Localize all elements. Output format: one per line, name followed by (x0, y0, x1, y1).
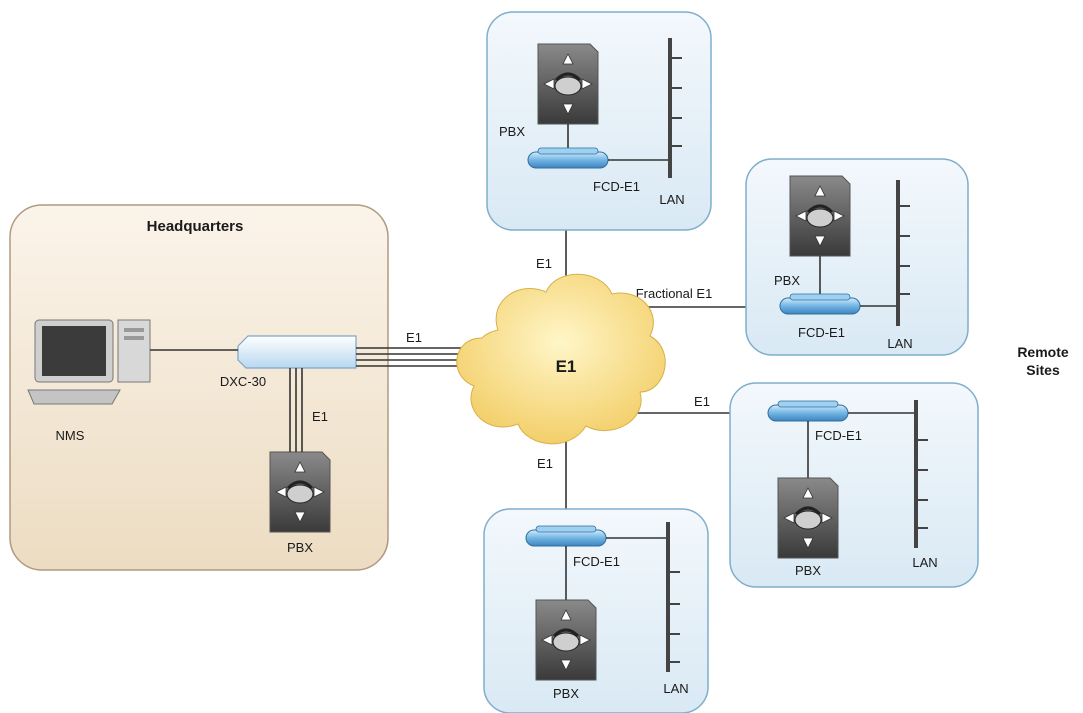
hq-pbx-label: PBX (287, 540, 313, 555)
site-top-pbx-icon (536, 42, 600, 126)
site-top-lan-label: LAN (659, 192, 684, 207)
site-right-top-fcd-icon (779, 293, 861, 315)
site-bottom-pbx-label: PBX (553, 686, 579, 701)
bottom-e1-link-label: E1 (537, 456, 553, 471)
remote-sites-label: Remote (1017, 344, 1069, 360)
site-top-lan-bar (668, 38, 682, 178)
site-top-fcd-icon (527, 147, 609, 169)
remote-site-bottom: FCD-E1 PBX LAN (483, 508, 709, 713)
site-right-top-pbx-label: PBX (774, 273, 800, 288)
site-right-bottom-fcd-label: FCD-E1 (815, 428, 862, 443)
hq-e1-trunk-label: E1 (406, 330, 422, 345)
site-bottom-lan-label: LAN (663, 681, 688, 696)
dxc-30-device-icon (237, 335, 357, 369)
hq-pbx-icon (268, 450, 332, 534)
right-bottom-e1-link-label: E1 (694, 394, 710, 409)
site-bottom-lan-bar (666, 522, 680, 672)
site-right-top-fcd-label: FCD-E1 (798, 325, 845, 340)
dxc-30-label: DXC-30 (220, 374, 266, 389)
site-right-top-lan-label: LAN (887, 336, 912, 351)
remote-site-top: PBX FCD-E1 LAN (486, 11, 712, 231)
site-bottom-fcd-icon (525, 525, 607, 547)
nms-label: NMS (56, 428, 85, 443)
site-bottom-pbx-icon (534, 598, 598, 682)
site-right-bottom-pbx-icon (776, 476, 840, 560)
site-right-bottom-lan-label: LAN (912, 555, 937, 570)
site-top-pbx-label: PBX (499, 124, 525, 139)
headquarters-region (9, 204, 389, 571)
fractional-e1-link-label: Fractional E1 (636, 286, 713, 301)
e1-cloud-label: E1 (556, 357, 577, 376)
top-e1-link-label: E1 (536, 256, 552, 271)
site-right-top-lan-bar (896, 180, 910, 326)
site-bottom-fcd-label: FCD-E1 (573, 554, 620, 569)
site-top-fcd-label: FCD-E1 (593, 179, 640, 194)
e1-cloud-icon (456, 273, 666, 445)
headquarters-title: Headquarters (147, 218, 244, 235)
site-right-top-pbx-icon (788, 174, 852, 258)
site-right-bottom-fcd-icon (767, 400, 849, 422)
hq-e1-link-label: E1 (312, 409, 328, 424)
site-right-bottom-lan-bar (914, 400, 928, 548)
nms-computer-icon (27, 319, 151, 405)
remote-site-right-bottom: FCD-E1 PBX LAN (729, 382, 979, 588)
site-right-bottom-pbx-label: PBX (795, 563, 821, 578)
remote-sites-label-line2: Sites (1026, 362, 1060, 378)
remote-site-right-top: PBX FCD-E1 LAN (745, 158, 969, 356)
